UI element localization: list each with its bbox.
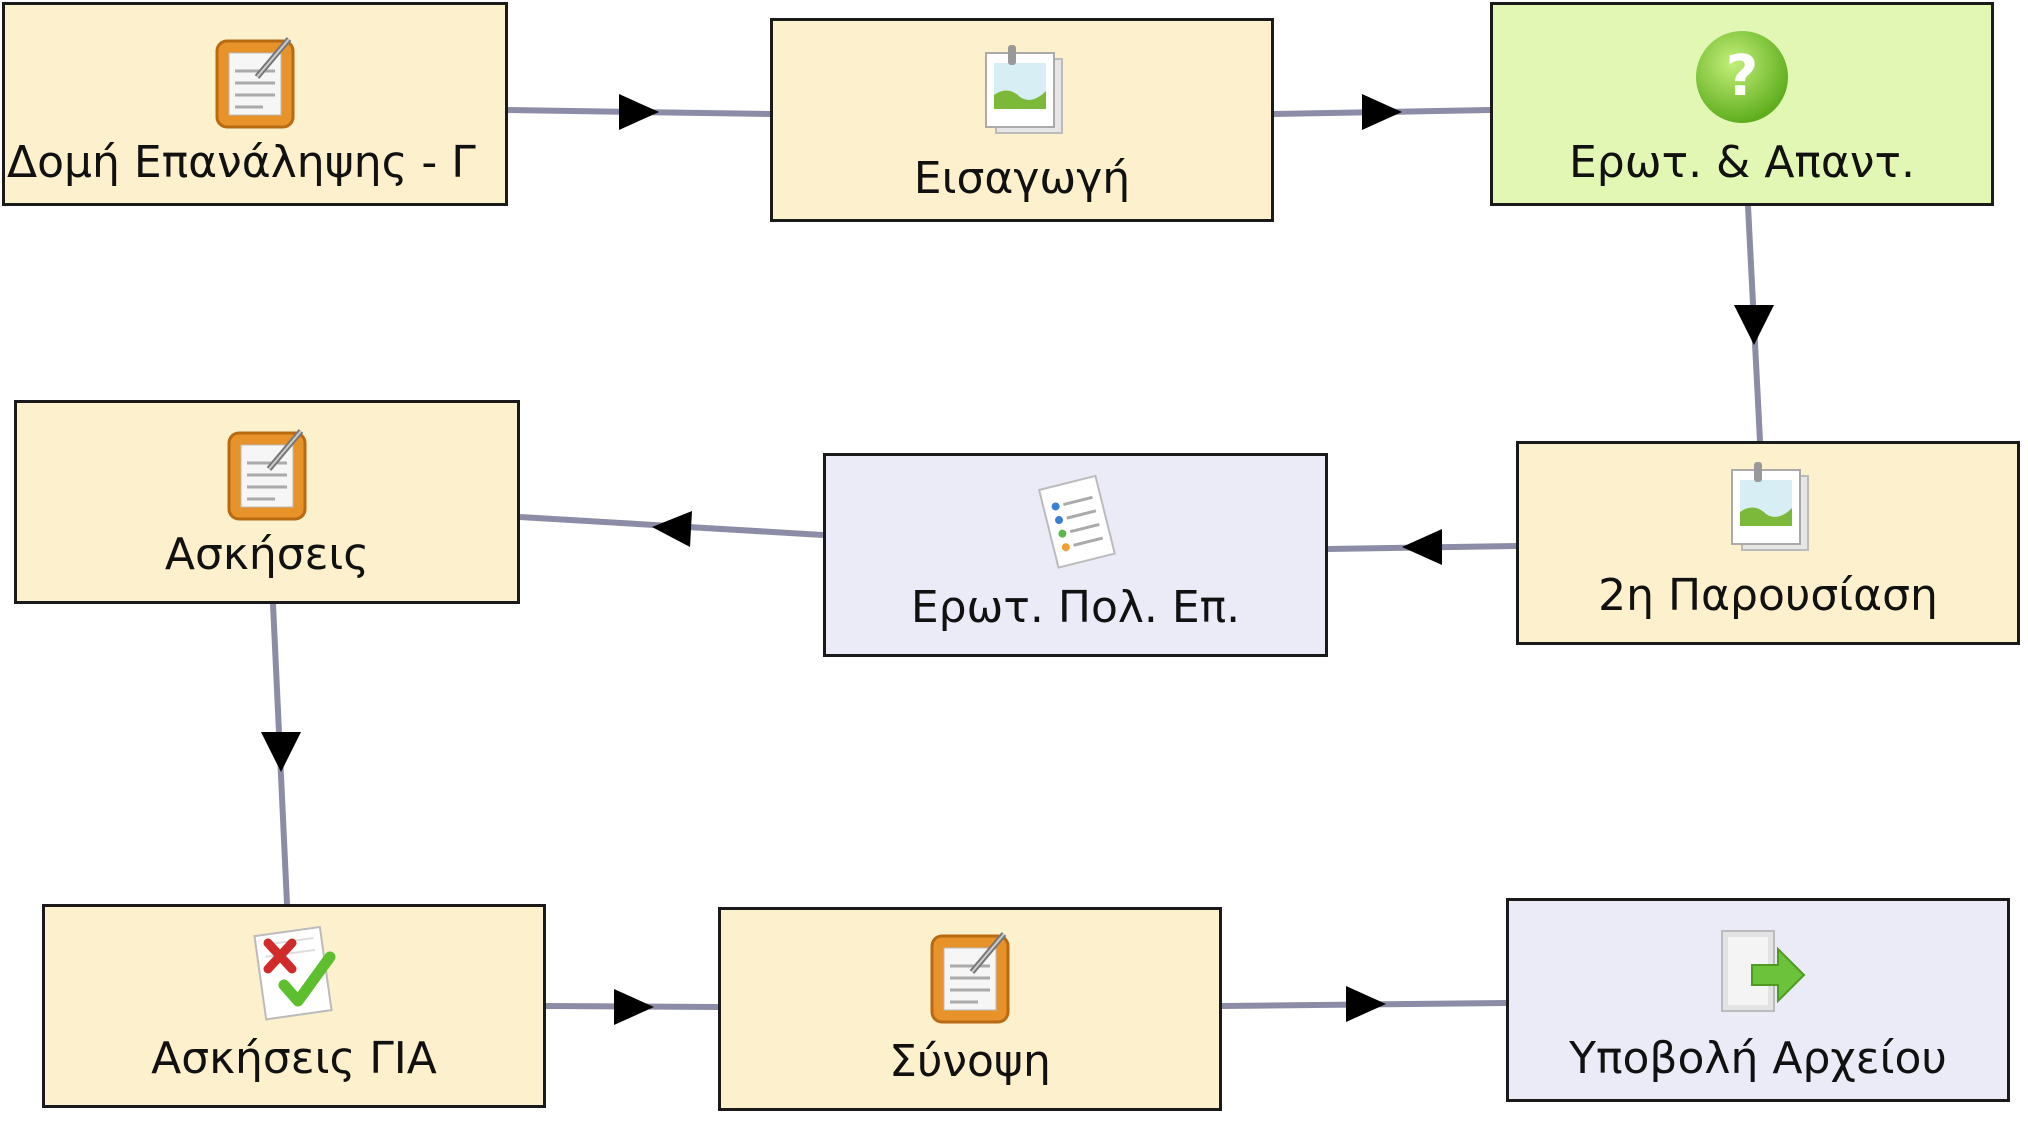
node-label-n6: Ασκήσεις <box>164 529 370 580</box>
activity-node-n9[interactable]: Υποβολή Αρχείου <box>1506 898 2010 1102</box>
notepad-icon <box>215 37 295 129</box>
node-label-n3: Ερωτ. & Απαντ. <box>1569 137 1915 188</box>
node-label-n5: Ερωτ. Πολ. Επ. <box>910 582 1241 633</box>
question-icon: ? <box>1696 31 1788 123</box>
activity-node-n6[interactable]: Ασκήσεις <box>14 400 520 604</box>
arrowhead-n2-n3 <box>1362 94 1402 130</box>
node-label-n8: Σύνοψη <box>889 1036 1051 1087</box>
node-label-n4: 2η Παρουσίαση <box>1598 570 1938 621</box>
node-label-n1: Δομή Επανάληψης - Γ <box>7 137 476 188</box>
activity-node-n3[interactable]: ? Ερωτ. & Απαντ. <box>1490 2 1994 206</box>
node-label-n2: Εισαγωγή <box>913 153 1131 204</box>
picture-icon <box>1731 462 1809 551</box>
arrowhead-n4-n5 <box>1402 529 1442 565</box>
arrowhead-n8-n9 <box>1346 986 1386 1022</box>
arrowhead-n1-n2 <box>619 94 659 130</box>
activity-node-n2[interactable]: Εισαγωγή <box>770 18 1274 222</box>
picture-icon <box>985 45 1063 134</box>
node-label-n7: Ασκήσεις ΓΙΑ <box>151 1033 437 1084</box>
activity-node-n4[interactable]: 2η Παρουσίαση <box>1516 441 2020 645</box>
svg-text:?: ? <box>1726 44 1758 109</box>
arrowhead-n6-n7 <box>261 732 301 772</box>
notepad-icon <box>930 932 1010 1024</box>
activity-node-n5[interactable]: Ερωτ. Πολ. Επ. <box>823 453 1328 657</box>
arrowhead-n5-n6 <box>652 511 692 547</box>
activity-node-n8[interactable]: Σύνοψη <box>718 907 1222 1111</box>
checklist-icon <box>1037 474 1116 569</box>
activity-node-n1[interactable]: Δομή Επανάληψης - Γ <box>2 2 508 206</box>
correct-wrong-icon <box>253 925 336 1021</box>
arrowhead-n3-n4 <box>1734 305 1774 345</box>
file-upload-icon <box>1721 930 1806 1012</box>
node-label-n9: Υποβολή Αρχείου <box>1569 1033 1947 1084</box>
arrowhead-n7-n8 <box>614 989 654 1025</box>
activity-node-n7[interactable]: Ασκήσεις ΓΙΑ <box>42 904 546 1108</box>
notepad-icon <box>227 429 307 521</box>
